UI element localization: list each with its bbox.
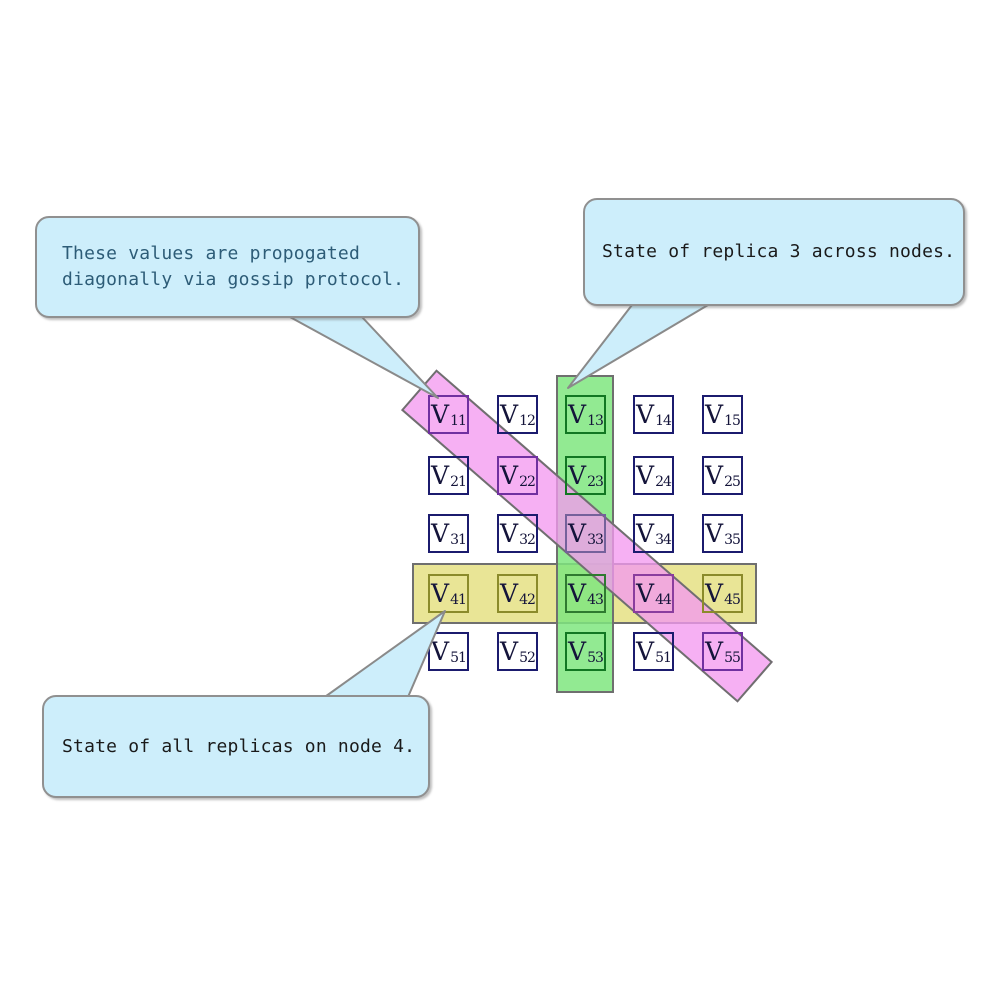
cell-subscript: 24: [655, 473, 672, 490]
cell-subscript: 52: [519, 649, 536, 666]
cell-subscript: 51: [655, 649, 672, 666]
cell-label: V: [431, 637, 450, 666]
cell-label: V: [636, 461, 655, 490]
gossip-callout-line1: These values are propogated: [62, 243, 360, 264]
cell-label: V: [500, 461, 519, 490]
cell-label: V: [636, 637, 655, 666]
replica-callout-text: State of replica 3 across nodes.: [602, 241, 956, 262]
cell-label: V: [500, 579, 519, 608]
cell-subscript: 55: [724, 649, 741, 666]
cell-label: V: [705, 461, 724, 490]
cell-label: V: [568, 461, 587, 490]
cell-label: V: [431, 519, 450, 548]
gossip-callout: These values are propogated diagonally v…: [35, 216, 420, 318]
cell-label: V: [500, 637, 519, 666]
cell-subscript: 41: [450, 591, 467, 608]
cell-label: V: [431, 579, 450, 608]
cell-label: V: [568, 519, 587, 548]
cell-label: V: [636, 400, 655, 429]
cell-subscript: 34: [655, 531, 672, 548]
node-callout-tail: [321, 610, 446, 700]
cell-label: V: [705, 637, 724, 666]
cell-subscript: 31: [450, 531, 467, 548]
cell-subscript: 15: [724, 412, 741, 429]
cell-subscript: 21: [450, 473, 467, 490]
cell-subscript: 35: [724, 531, 741, 548]
cell-subscript: 45: [724, 591, 741, 608]
gossip-callout-tail: [289, 316, 439, 399]
cell-subscript: 13: [587, 412, 604, 429]
cell-subscript: 11: [450, 412, 467, 429]
cell-subscript: 32: [519, 531, 536, 548]
cell-label: V: [636, 519, 655, 548]
replica-callout-tail: [567, 304, 709, 389]
cell-label: V: [431, 461, 450, 490]
gossip-callout-line2: diagonally via gossip protocol.: [62, 269, 405, 290]
cell-subscript: 22: [519, 473, 536, 490]
cell-label: V: [705, 400, 724, 429]
cell-label: V: [568, 579, 587, 608]
cell-subscript: 33: [587, 531, 604, 548]
node-callout: State of all replicas on node 4.: [42, 695, 430, 798]
cell-subscript: 44: [655, 591, 672, 608]
cell-label: V: [500, 400, 519, 429]
cell-label: V: [705, 579, 724, 608]
node-callout-text: State of all replicas on node 4.: [62, 735, 416, 757]
cell-label: V: [636, 579, 655, 608]
cell-label: V: [568, 637, 587, 666]
cell-label: V: [431, 400, 450, 429]
cell-subscript: 53: [587, 649, 604, 666]
cell-subscript: 23: [587, 473, 604, 490]
cell-subscript: 25: [724, 473, 741, 490]
cell-subscript: 51: [450, 649, 467, 666]
cell-subscript: 42: [519, 591, 536, 608]
cell-subscript: 14: [655, 412, 672, 429]
cell-subscript: 12: [519, 412, 536, 429]
replica-callout: State of replica 3 across nodes.: [583, 198, 965, 306]
cell-label: V: [568, 400, 587, 429]
cell-label: V: [705, 519, 724, 548]
cell-subscript: 43: [587, 591, 604, 608]
cell-label: V: [500, 519, 519, 548]
